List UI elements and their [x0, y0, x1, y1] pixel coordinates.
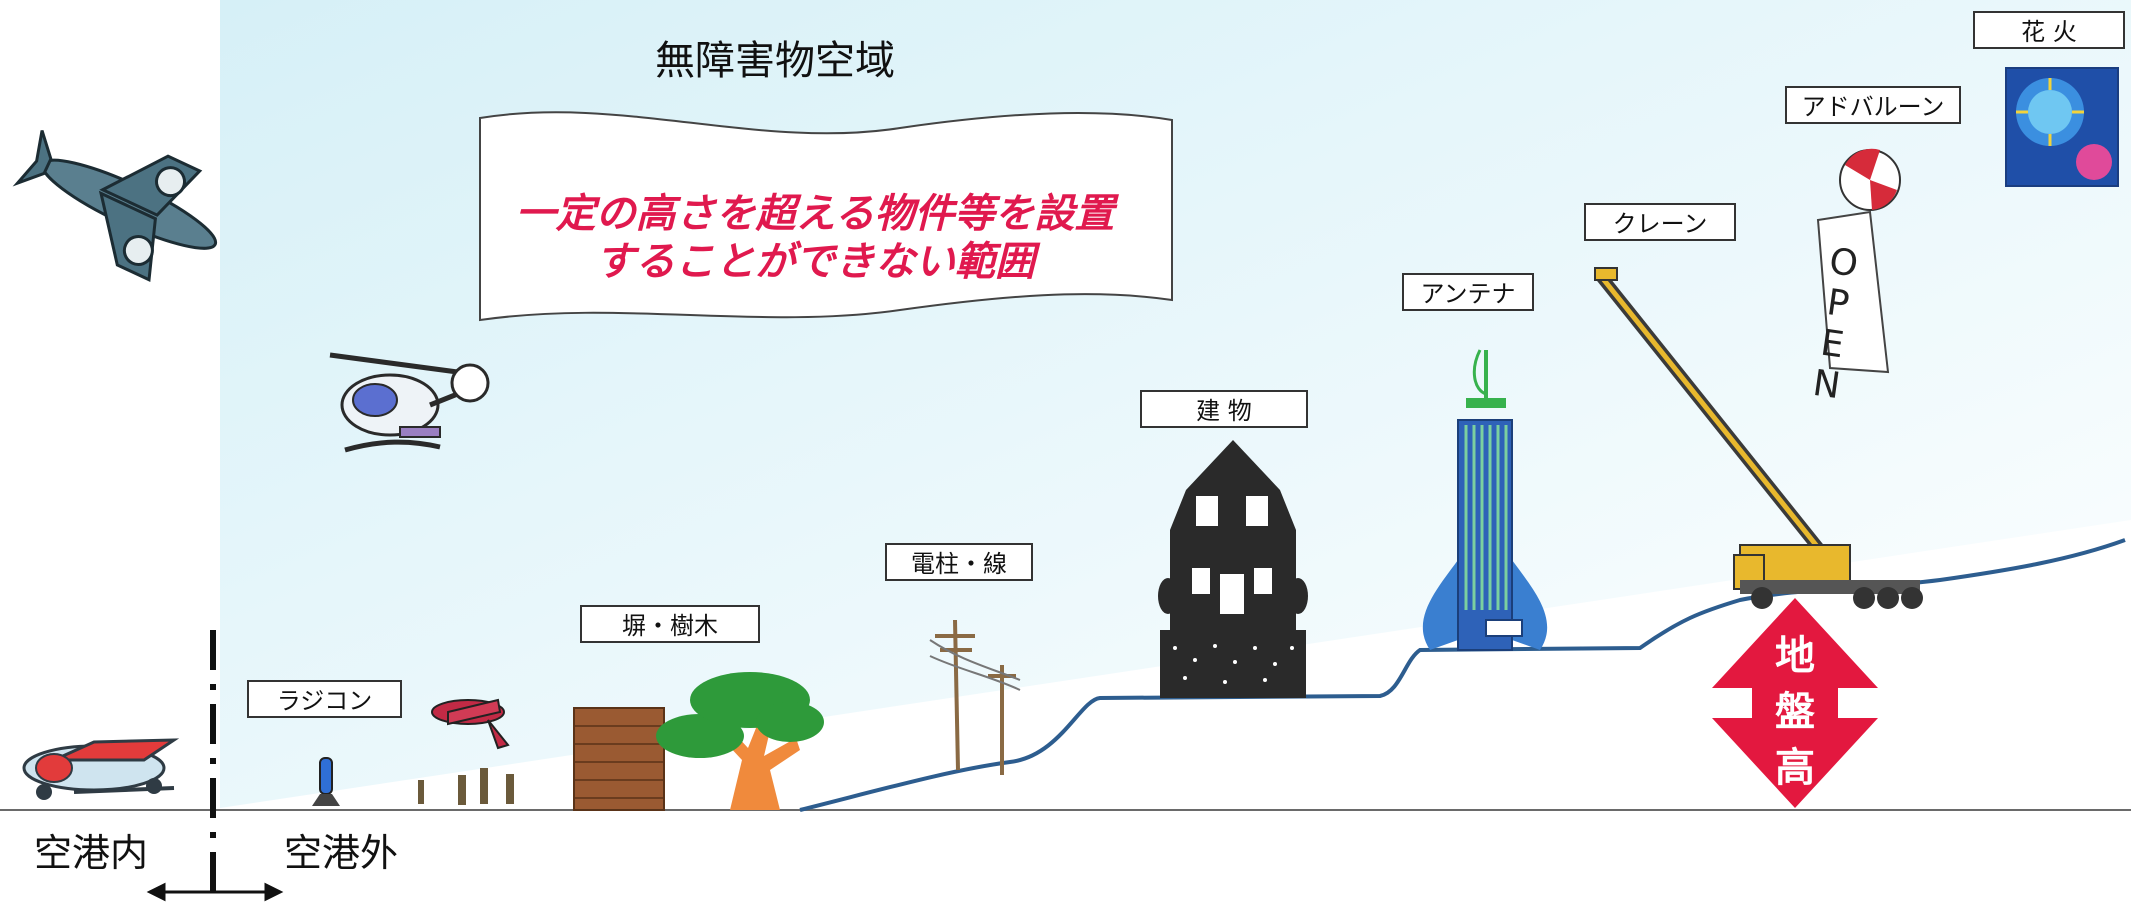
- utility-pole-icon: [929, 619, 1021, 775]
- airspace-title: 無障害物空域: [655, 38, 895, 84]
- ground-height-char-2: 盤: [1775, 689, 1815, 735]
- fireworks-icon: [2005, 67, 2119, 187]
- ad-balloon-icon: [1816, 148, 1901, 374]
- crane-truck-icon: [1594, 267, 1923, 609]
- airport-inside-label: 空港内: [34, 831, 149, 875]
- label-radicon: ラジコン: [247, 680, 402, 718]
- helicopter-icon: [329, 352, 490, 453]
- ground-height-char-1: 地: [1775, 633, 1815, 679]
- label-fireworks: 花 火: [1973, 11, 2125, 49]
- ground-plane-icon: [22, 738, 180, 800]
- airplane-icon: [12, 130, 218, 282]
- house-icon: [1158, 440, 1308, 698]
- label-building: 建 物: [1140, 390, 1308, 428]
- ground-height-text: 地 盤 高: [1765, 628, 1825, 796]
- label-pole-wire: 電柱・線: [885, 543, 1033, 581]
- airport-outside-label: 空港外: [284, 831, 399, 875]
- rc-figures-icon: [418, 768, 514, 805]
- tower-antenna-icon: [1422, 349, 1548, 651]
- rc-plane-icon: [431, 698, 510, 750]
- label-crane: クレーン: [1584, 203, 1736, 241]
- ground-height-char-3: 高: [1775, 745, 1815, 791]
- label-antenna: アンテナ: [1402, 273, 1534, 311]
- label-ad-balloon: アドバルーン: [1785, 86, 1961, 124]
- boundary-arrows: [146, 882, 284, 902]
- ground-height-arrow: [1712, 598, 1878, 808]
- rc-rocket-icon: [312, 757, 340, 806]
- terrain-line: [799, 538, 2126, 812]
- tree-icon: [656, 672, 824, 810]
- label-fence-tree: 塀・樹木: [580, 605, 760, 643]
- banner-flag: [479, 111, 1173, 322]
- restriction-banner-text: 一定の高さを超える物件等を設置 することができない範囲: [480, 190, 1150, 286]
- banner-line-1: 一定の高さを超える物件等を設置: [515, 191, 1115, 237]
- banner-line-2: することができない範囲: [595, 239, 1035, 285]
- brick-fence-icon: [573, 707, 665, 811]
